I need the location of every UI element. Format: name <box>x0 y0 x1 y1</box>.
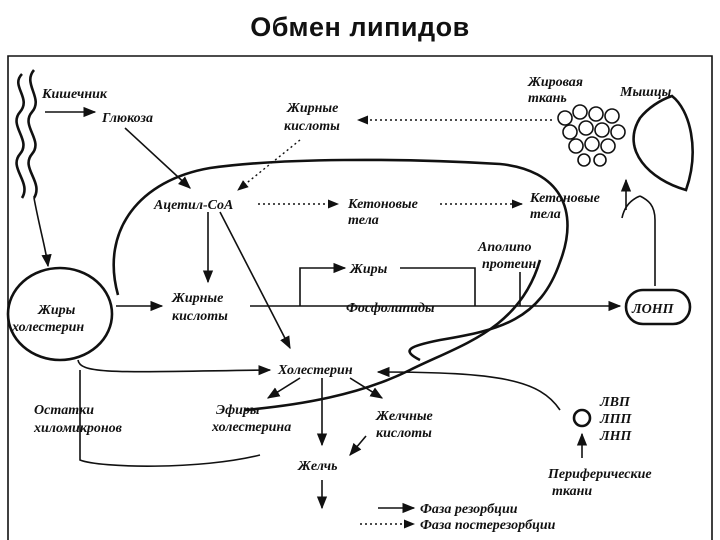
label-ketone-right-1: Кетоновые <box>529 191 600 206</box>
liver-outline <box>112 158 569 362</box>
label-ketone-mid-1: Кетоновые <box>347 197 418 212</box>
adipose-cells <box>557 104 626 167</box>
label-hdl: ЛВП <box>599 395 631 410</box>
label-bile-acids-2: кислоты <box>376 426 432 441</box>
liver-outline-lower <box>244 259 542 412</box>
label-fatty-acids-mid-1: Жирные <box>171 291 223 306</box>
label-idl: ЛПП <box>599 412 632 427</box>
page-title: Обмен липидов <box>250 12 470 42</box>
arrows-solid <box>33 106 656 514</box>
label-ketone-right-2: тела <box>530 207 561 222</box>
label-intestine: Кишечник <box>41 87 108 102</box>
label-glucose: Глюкоза <box>101 111 153 126</box>
vldl-capsule <box>624 288 692 326</box>
label-acetyl-coa: Ацетил-CoA <box>153 198 233 213</box>
label-vldl: ЛОНП <box>631 302 675 317</box>
label-bile-acids-1: Желчные <box>375 409 433 424</box>
label-adipose-1: Жировая <box>527 75 583 90</box>
legend-postabsorption: Фаза постерезорбции <box>420 518 556 533</box>
label-apolipo-2: протеин <box>482 257 536 272</box>
frame-border <box>7 55 713 540</box>
label-chylo-2: хиломикронов <box>33 421 123 436</box>
hdl-circle <box>572 408 592 428</box>
label-chylo-1: Остатки <box>34 403 94 418</box>
muscle-shape <box>632 94 694 192</box>
intestine-tube <box>15 69 38 199</box>
label-muscles: Мышцы <box>619 85 672 100</box>
label-fats-chol-2: холестерин <box>11 320 84 335</box>
label-fats-chol-1: Жиры <box>37 303 76 318</box>
chylomicron-circle <box>6 266 114 362</box>
label-peripheral-2: ткани <box>552 484 592 499</box>
label-phospholipids: Фосфолипиды <box>346 301 435 316</box>
label-adipose-2: ткань <box>528 91 567 106</box>
label-fatty-acids-mid-2: кислоты <box>172 309 228 324</box>
label-bile: Желчь <box>297 459 337 474</box>
label-esters-1: Эфиры <box>216 403 260 418</box>
label-esters-2: холестерина <box>211 420 291 435</box>
label-ldl: ЛНП <box>599 429 632 444</box>
label-apolipo-1: Аполипо <box>477 240 532 255</box>
label-fats: Жиры <box>349 262 388 277</box>
label-fatty-acids-top-2: кислоты <box>284 119 340 134</box>
legend-absorption: Фаза резорбции <box>420 502 518 517</box>
label-fatty-acids-top-1: Жирные <box>286 101 338 116</box>
label-ketone-mid-2: тела <box>348 213 379 228</box>
arrows-dotted <box>237 115 552 529</box>
label-peripheral-1: Периферические <box>547 467 652 482</box>
label-cholesterol: Холестерин <box>277 363 353 378</box>
